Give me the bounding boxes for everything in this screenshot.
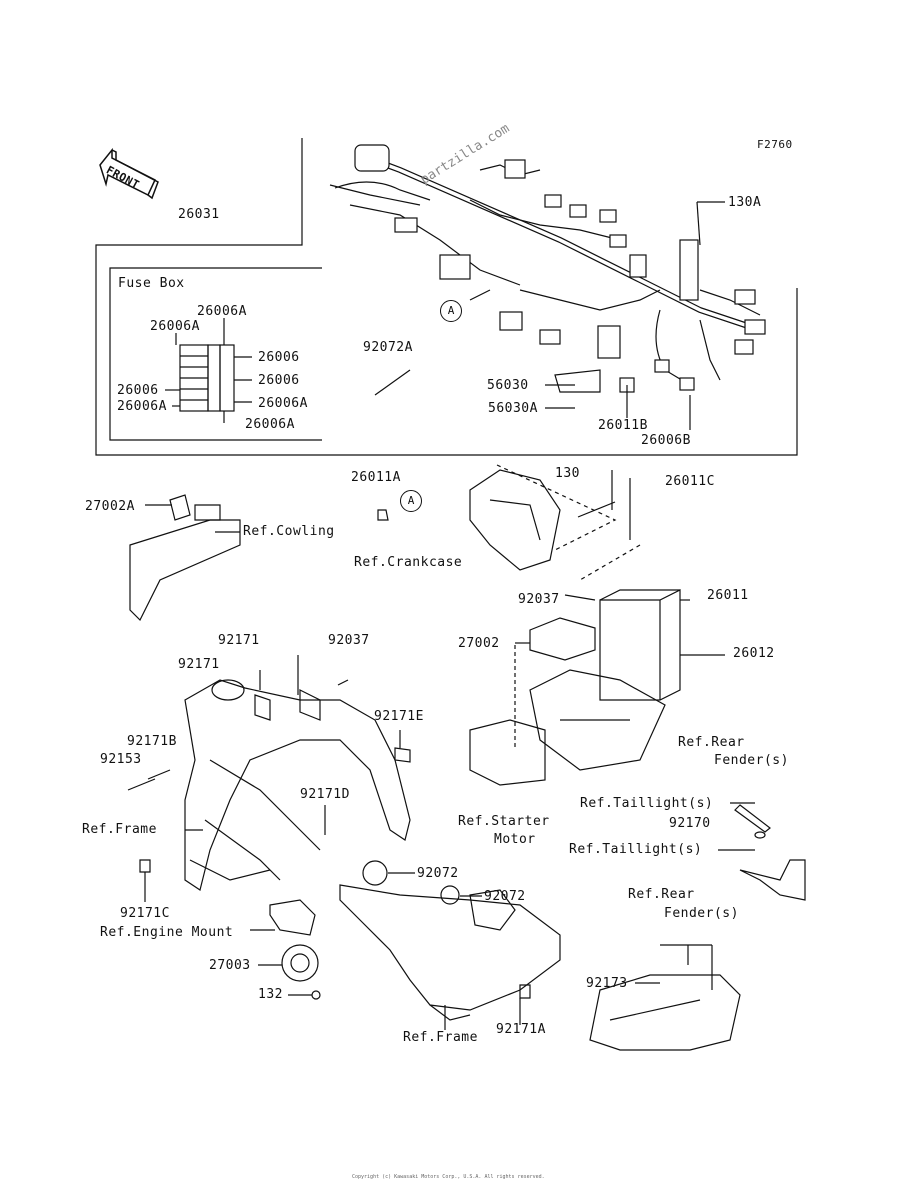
ref-frame-1: Ref.Frame (82, 822, 157, 837)
part-92171-top[interactable]: 92171 (218, 633, 260, 648)
part-26011C[interactable]: 26011C (665, 474, 715, 489)
part-26011B[interactable]: 26011B (598, 418, 648, 433)
part-92153[interactable]: 92153 (100, 752, 142, 767)
ref-rear-fender-1b: Fender(s) (714, 753, 789, 768)
ref-taillight-1: Ref.Taillight(s) (580, 796, 714, 811)
diagram-border (95, 138, 798, 456)
crankcase-part (469, 469, 561, 571)
part-92173[interactable]: 92173 (586, 976, 628, 991)
lower-frame (339, 884, 561, 1021)
fuse-label-1[interactable]: 26006A (197, 304, 247, 319)
ref-starter-2: Motor (494, 832, 536, 847)
part-132[interactable]: 132 (258, 987, 283, 1002)
fuse-label-8[interactable]: 26006A (245, 417, 295, 432)
marker-a-top[interactable]: A (440, 300, 462, 322)
ref-rear-fender-2: Ref.Rear (628, 887, 695, 902)
part-26011[interactable]: 26011 (707, 588, 749, 603)
ref-engine-mount: Ref.Engine Mount (100, 925, 234, 940)
ref-taillight-2: Ref.Taillight(s) (569, 842, 703, 857)
part-56030[interactable]: 56030 (487, 378, 529, 393)
ref-rear-fender-2b: Fender(s) (664, 906, 739, 921)
part-92072-b[interactable]: 92072 (484, 889, 526, 904)
part-92171D[interactable]: 92171D (300, 787, 350, 802)
starter-relay (469, 719, 546, 786)
fuse-box-title: Fuse Box (118, 276, 185, 291)
fuse-box-border (109, 267, 322, 441)
part-92170[interactable]: 92170 (669, 816, 711, 831)
part-92037-frame[interactable]: 92037 (328, 633, 370, 648)
copyright-footer: Copyright (c) Kawasaki Motors Corp., U.S… (352, 1174, 545, 1180)
part-27002A[interactable]: 27002A (85, 499, 135, 514)
part-92171A[interactable]: 92171A (496, 1022, 546, 1037)
wiring-harness (329, 144, 766, 393)
cowling-bracket (129, 494, 241, 622)
fuse-box-schematic (165, 318, 252, 423)
fuse-label-3[interactable]: 26006 (258, 350, 300, 365)
fuse-label-5[interactable]: 26006 (117, 383, 159, 398)
battery (599, 589, 725, 701)
part-92171C[interactable]: 92171C (120, 906, 170, 921)
part-56030A[interactable]: 56030A (488, 401, 538, 416)
fuse-label-4[interactable]: 26006 (258, 373, 300, 388)
ecu-box (515, 617, 596, 661)
part-92037-top[interactable]: 92037 (518, 592, 560, 607)
fuse-label-6[interactable]: 26006A (258, 396, 308, 411)
marker-a-bottom[interactable]: A (400, 490, 422, 512)
part-27002[interactable]: 27002 (458, 636, 500, 651)
part-92171B[interactable]: 92171B (127, 734, 177, 749)
rear-fender-part (589, 974, 741, 1051)
part-26006B[interactable]: 26006B (641, 433, 691, 448)
part-27003[interactable]: 27003 (209, 958, 251, 973)
main-frame (184, 679, 411, 891)
ref-crankcase: Ref.Crankcase (354, 555, 463, 570)
part-92072-a[interactable]: 92072 (417, 866, 459, 881)
horn-part (281, 944, 319, 982)
part-130A[interactable]: 130A (728, 195, 762, 210)
ref-cowling: Ref.Cowling (243, 524, 335, 539)
part-26012[interactable]: 26012 (733, 646, 775, 661)
ref-frame-2: Ref.Frame (403, 1030, 478, 1045)
fuse-label-2[interactable]: 26006A (150, 319, 200, 334)
part-92171E[interactable]: 92171E (374, 709, 424, 724)
front-arrow-icon (99, 147, 159, 200)
part-92072A[interactable]: 92072A (363, 340, 413, 355)
battery-tray (529, 669, 666, 771)
part-26031[interactable]: 26031 (178, 207, 220, 222)
fuse-label-7[interactable]: 26006A (117, 399, 167, 414)
part-130[interactable]: 130 (555, 466, 580, 481)
figure-code: F2760 (757, 138, 793, 151)
part-92171-mid[interactable]: 92171 (178, 657, 220, 672)
part-26011A[interactable]: 26011A (351, 470, 401, 485)
ref-starter-1: Ref.Starter (458, 814, 550, 829)
ref-rear-fender-1: Ref.Rear (678, 735, 745, 750)
